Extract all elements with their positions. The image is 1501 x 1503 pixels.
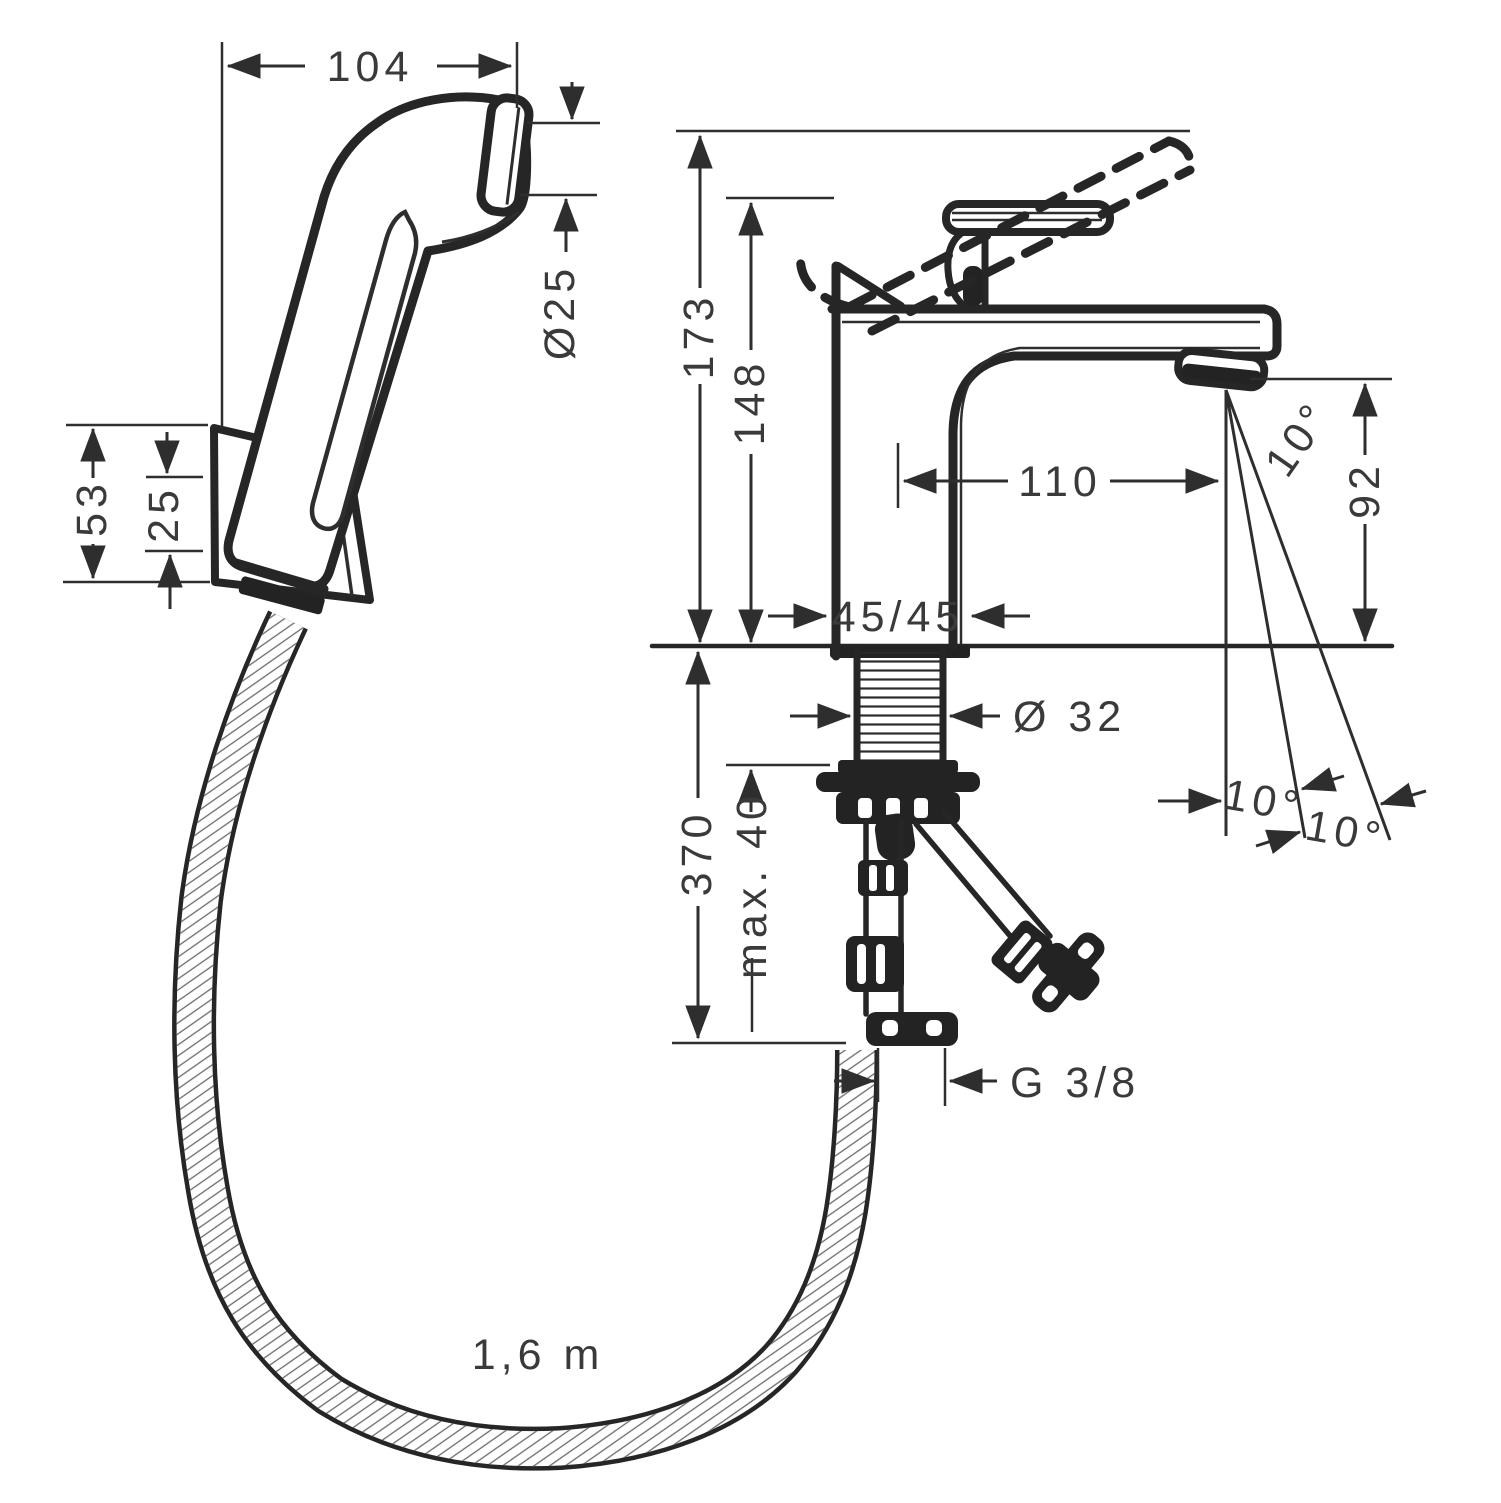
faucet-body [827, 261, 1282, 661]
dim-max-mounting-thickness: max. 40 [726, 763, 830, 1032]
threaded-shank [853, 646, 947, 766]
dim-head-length: 104 [220, 42, 519, 427]
supply-hoses [846, 809, 1105, 1046]
dim-spout-outlet-height: 92 [1250, 377, 1392, 643]
dim-label-o25: Ø25 [536, 264, 584, 360]
dim-label-10deg-outer: 10° [1302, 802, 1389, 863]
dim-label-173: 173 [675, 293, 723, 380]
dim-holder-inner: 25 [140, 432, 203, 609]
dim-spout-angle: 10° [1256, 392, 1341, 485]
dim-connection-thread: G 3/8 [834, 1048, 1140, 1107]
dim-label-148: 148 [726, 359, 774, 446]
dim-label-max40: max. 40 [728, 791, 776, 979]
dim-spray-cone: 10° 10° [1158, 767, 1427, 863]
dim-label-o32: Ø 32 [1013, 693, 1126, 741]
mounting-deck-line [649, 643, 1395, 658]
dim-tap-hole: Ø 32 [790, 693, 1126, 741]
hose-connection-flange [866, 1012, 958, 1046]
dim-label-45-45: 45/45 [832, 593, 965, 641]
fixing-washer-and-nut [816, 760, 980, 824]
dim-label-92: 92 [1341, 461, 1389, 519]
dim-face-diameter: Ø25 [520, 82, 600, 360]
dim-label-25: 25 [140, 485, 188, 543]
supply-hose-tee-fitting [1032, 932, 1105, 1013]
dim-body-height: 148 [726, 196, 834, 644]
hand-shower-spray-face [476, 93, 534, 217]
shower-hose [194, 620, 857, 1449]
spray-angle-lines [1224, 389, 1392, 841]
dim-base-footprint: 45/45 [768, 593, 1030, 641]
dim-spout-reach: 110 [896, 443, 1220, 508]
dim-label-g38: G 3/8 [1010, 1059, 1140, 1107]
dim-label-10deg-top: 10° [1256, 392, 1341, 485]
dim-label-370: 370 [673, 810, 721, 897]
dim-label-53: 53 [68, 479, 116, 537]
dim-hose-drop: 370 [672, 650, 846, 1045]
faucet-lever-raised-dashed [795, 136, 1195, 336]
hand-shower-hose-nut [238, 576, 325, 615]
dim-label-104: 104 [327, 43, 414, 91]
hand-shower-grip-panel [309, 209, 419, 532]
dim-label-110: 110 [1018, 458, 1102, 506]
dim-holder-height: 53 [63, 423, 210, 584]
spout-aerator [1174, 346, 1269, 392]
hand-shower [223, 92, 534, 615]
hose-length-label: 1,6 m [472, 1331, 605, 1379]
dim-total-height: 173 [675, 129, 1190, 644]
